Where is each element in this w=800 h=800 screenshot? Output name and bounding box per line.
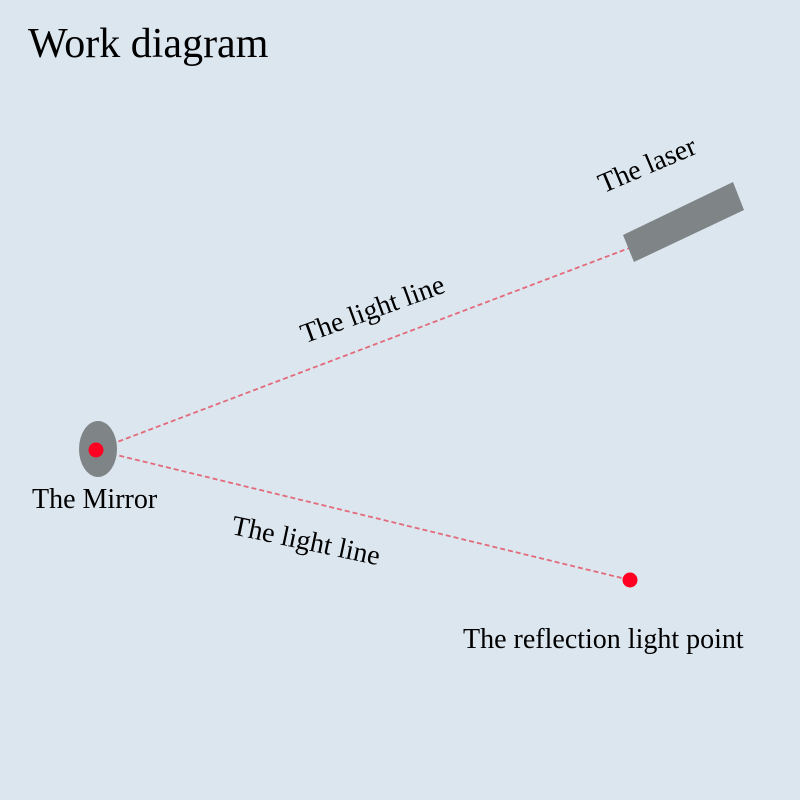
reflection-point-label: The reflection light point — [463, 624, 744, 655]
laser-body — [623, 182, 744, 262]
mirror-light-dot — [88, 442, 104, 458]
reflected-light-line — [95, 449, 631, 581]
diagram-title: Work diagram — [28, 21, 269, 67]
incident-light-line — [95, 246, 633, 451]
mirror-label: The Mirror — [32, 484, 158, 515]
reflection-light-dot — [622, 572, 638, 588]
